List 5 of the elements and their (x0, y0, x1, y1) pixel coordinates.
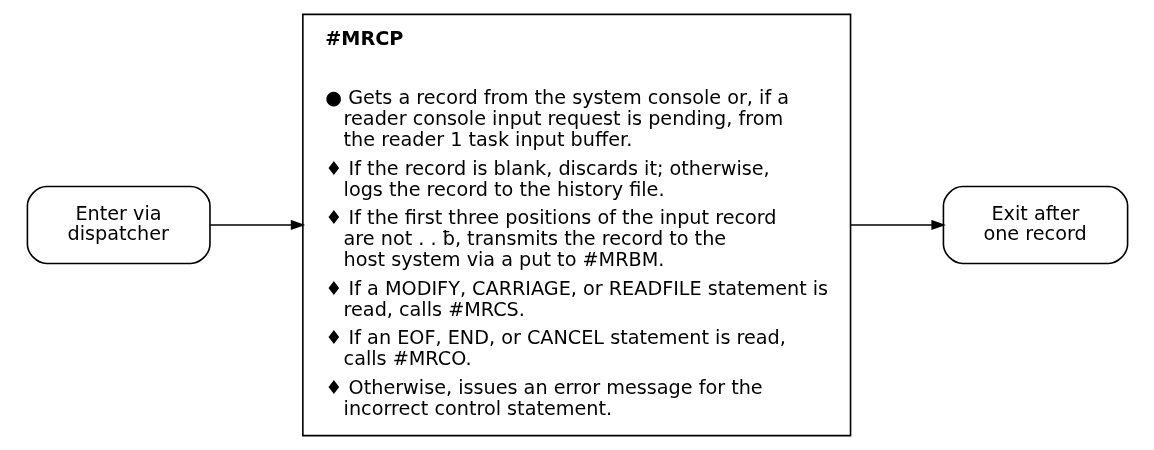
node-box: Exit after one record (942, 185, 1128, 265)
arrow (849, 219, 946, 231)
node-box: #MRCP ● Gets a record from the system console or, if a reader console input request is pending, from the reader 1 task input buffer. ♦ If the record is blank, discards it; otherwise, logs the record to the history file. ♦ If the first three positions of the input record are not . . ƀ, transmits the record to the host system via a put to #MRBM. ♦ If a MODIFY, CARRIAGE, or READFILE statement is read, calls #MRCS. ♦ If an EOF, END, or CANCEL statement is read, calls #MRCO. ♦ Otherwise, issues an error message for the incorrect control statement. (301, 13, 851, 437)
node-box: Enter via dispatcher (26, 185, 211, 265)
arrow (208, 219, 305, 231)
